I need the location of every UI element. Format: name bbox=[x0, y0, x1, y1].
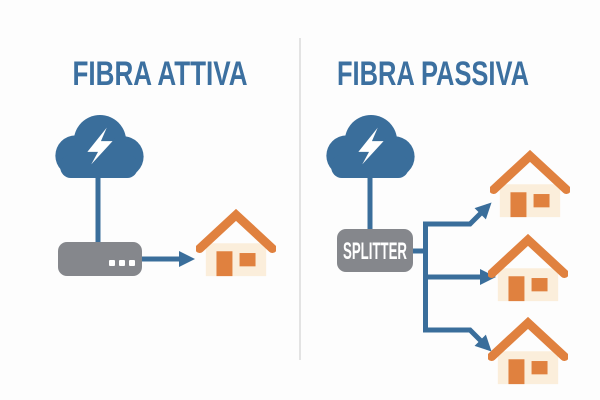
splitter-label: SPLITTER bbox=[343, 238, 407, 265]
splitter-box: SPLITTER bbox=[337, 229, 413, 272]
arrow-to-house-bottom bbox=[423, 327, 492, 352]
right-panel-title: FIBRA PASSIVA bbox=[337, 55, 529, 93]
router-icon bbox=[58, 242, 142, 276]
left-panel: FIBRA ATTIVA bbox=[55, 55, 272, 276]
left-panel-title: FIBRA ATTIVA bbox=[73, 55, 248, 93]
right-panel: FIBRA PASSIVA SPLITTER bbox=[326, 55, 566, 384]
arrow-to-house-top bbox=[423, 202, 492, 227]
splitter-fanout-wires bbox=[413, 202, 496, 352]
